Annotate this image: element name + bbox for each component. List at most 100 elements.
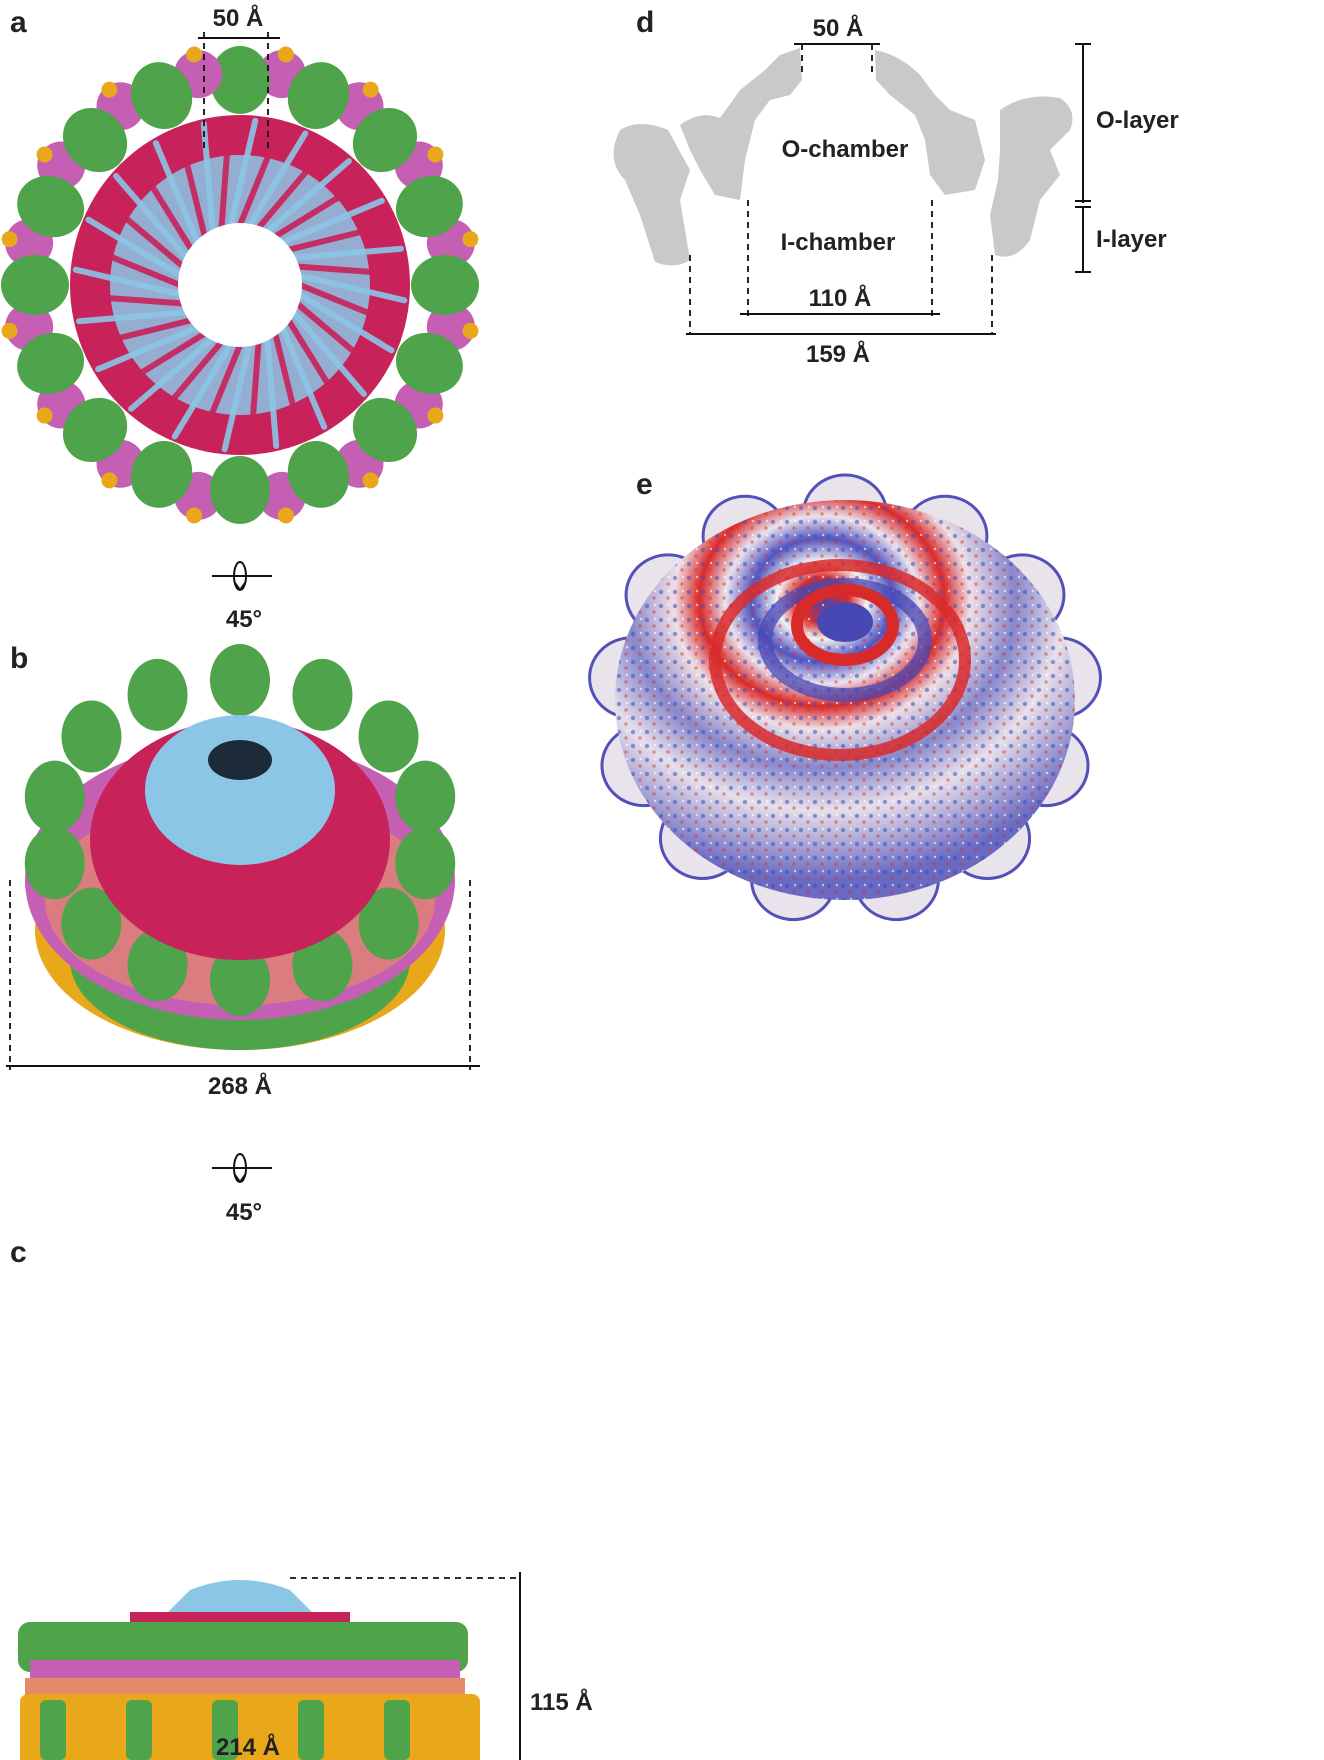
a-green-subunit — [287, 440, 350, 508]
c-upper-subunit — [162, 1622, 202, 1658]
a-orange-subunit — [36, 407, 53, 424]
b-green-subunit — [24, 760, 85, 833]
b-width-label: 268 Å — [208, 1072, 272, 1100]
b-spoke — [256, 727, 294, 750]
b-spoke — [271, 758, 333, 779]
b-spoke — [161, 774, 214, 833]
c-upper-subunit — [33, 1622, 73, 1658]
a-green-subunit — [395, 332, 463, 395]
c-upper-subunit — [248, 1622, 288, 1658]
b-spoke — [271, 766, 333, 807]
b-spoke — [262, 736, 308, 752]
c-column — [40, 1700, 66, 1760]
a-orange-subunit — [1, 231, 18, 248]
a-spoke — [297, 282, 403, 329]
a-orange-subunit — [36, 146, 53, 163]
b-spoke — [269, 754, 328, 765]
a-spoke — [72, 292, 186, 307]
a-spoke — [246, 130, 309, 229]
rotation-label-1: 45° — [226, 606, 262, 633]
d-i-chamber-label: I-chamber — [781, 229, 896, 256]
panel-label-b: b — [10, 642, 28, 675]
a-green-subunit — [62, 397, 128, 463]
a-spoke — [83, 317, 195, 349]
e-red-ring-outer — [709, 559, 971, 761]
a-spoke — [294, 263, 408, 278]
c-upper-subunit — [76, 1622, 116, 1658]
a-orange-subunit — [277, 507, 294, 524]
a-spoke — [227, 117, 259, 229]
d-layer-bracket — [1075, 43, 1091, 273]
c-magenta-band — [30, 1660, 460, 1682]
e-red-ring-inner — [791, 584, 899, 666]
c-width-label: 214 Å — [216, 1733, 280, 1760]
a-spoke — [264, 335, 280, 449]
a-orange-subunit — [427, 146, 444, 163]
a-spoke — [77, 241, 183, 288]
a-spoke — [279, 324, 328, 430]
b-spoke — [202, 782, 230, 860]
d-o-chamber-label: O-chamber — [782, 136, 909, 163]
b-spoke — [202, 720, 230, 748]
a-spoke — [72, 266, 184, 298]
b-green-subunits — [24, 644, 456, 1016]
a-spoke — [294, 300, 383, 377]
e-center — [817, 602, 873, 642]
a-spoke — [131, 155, 195, 253]
b-spoke — [152, 754, 211, 765]
b-green-subunit — [210, 644, 270, 716]
a-orange-subunit — [427, 407, 444, 424]
panel-label-a: a — [10, 6, 27, 39]
a-spoke — [290, 309, 367, 397]
a-orange-subunit — [101, 81, 118, 98]
a-green-subunit — [1, 255, 69, 315]
a-spoke — [237, 122, 284, 228]
a-spoke — [296, 272, 408, 304]
a-spoke — [255, 142, 332, 231]
b-spoke — [219, 716, 236, 746]
b-spoke — [244, 716, 261, 746]
a-spoke — [152, 140, 201, 246]
a-orange-subunit — [362, 81, 379, 98]
b-spoke — [256, 780, 294, 853]
a-green-subunit — [287, 62, 350, 130]
a-orange-subunit — [186, 507, 203, 524]
panel-e-electrostatic-surface — [588, 473, 1102, 922]
b-spoke — [272, 762, 335, 793]
c-upper-subunit — [205, 1622, 245, 1658]
a-spoke — [196, 342, 243, 448]
a-spoke — [290, 245, 404, 261]
a-orange-subunit — [462, 322, 479, 339]
c-column — [384, 1700, 410, 1760]
b-green-subunit — [24, 827, 85, 900]
b-spoke — [266, 774, 319, 833]
b-spoke — [172, 736, 218, 752]
c-upper-subunit — [291, 1622, 331, 1658]
a-spoke — [247, 339, 262, 453]
panel-label-d: d — [636, 6, 654, 39]
b-spoke — [147, 758, 209, 779]
d-pore-label: 50 Å — [813, 14, 864, 42]
a-spoke — [128, 335, 216, 412]
a-spoke — [218, 117, 233, 231]
b-pore — [208, 740, 272, 780]
c-upper-subunit — [119, 1622, 159, 1658]
d-section-right-outer — [990, 96, 1073, 257]
b-green-subunit — [61, 887, 122, 960]
b-spoke — [145, 762, 208, 793]
b-spoke — [262, 778, 308, 844]
a-spoke — [200, 121, 216, 235]
c-column — [169, 1700, 195, 1760]
rotation-indicator-1 — [212, 561, 272, 591]
c-column — [341, 1700, 367, 1760]
a-orange-subunit — [186, 46, 203, 63]
a-spoke — [85, 216, 184, 279]
c-columns — [33, 1622, 460, 1760]
d-o-layer-label: O-layer — [1096, 107, 1179, 134]
d-inner-label: 110 Å — [809, 284, 872, 312]
b-spoke — [219, 784, 236, 864]
panel-a-top-view — [1, 46, 479, 524]
b-spoke — [269, 770, 328, 821]
a-green-subunits — [1, 46, 479, 524]
b-spoke — [244, 784, 261, 864]
